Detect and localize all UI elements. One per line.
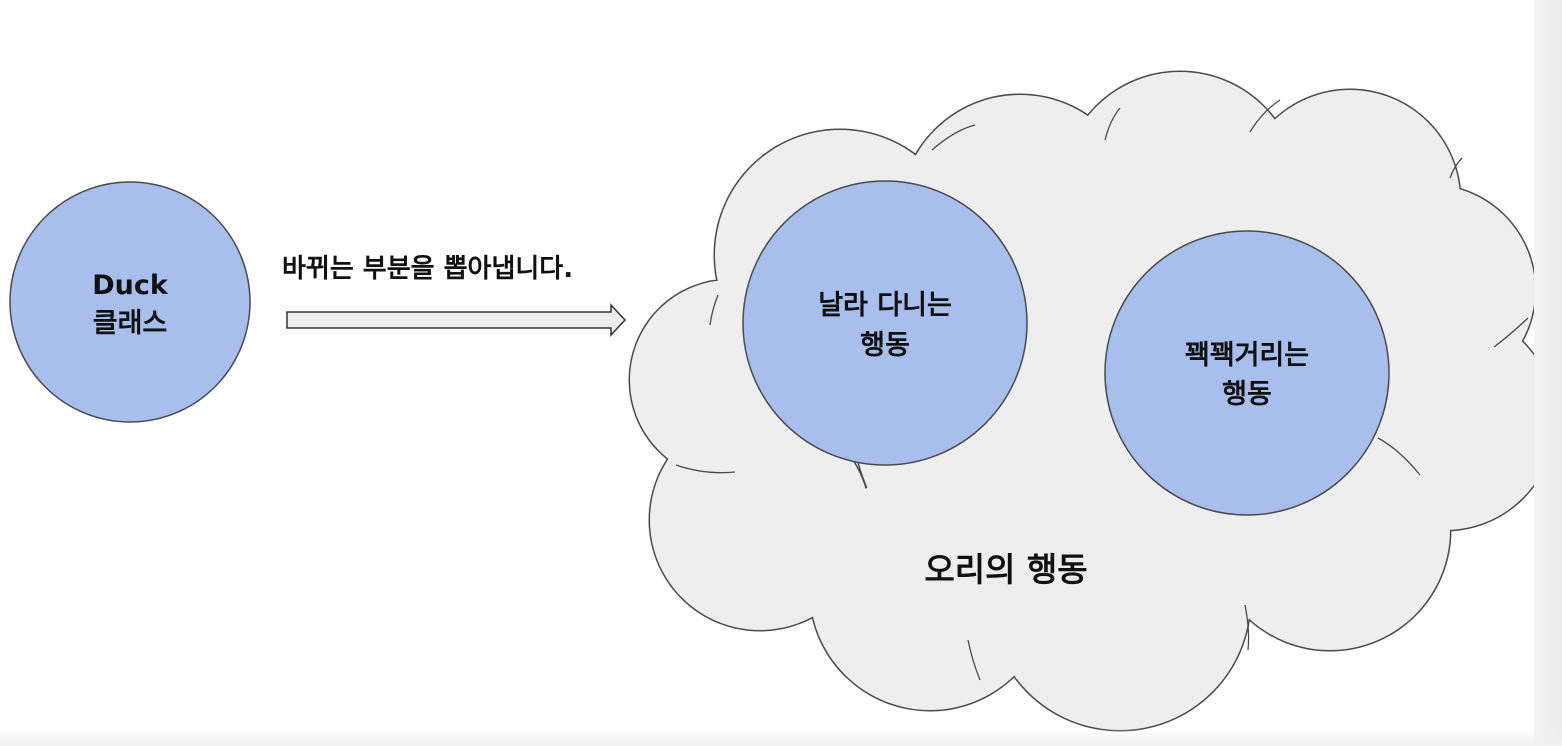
fly-behavior-circle <box>742 180 1028 466</box>
fly-behavior-node: 날라 다니는 행동 <box>742 180 1028 466</box>
fly-behavior-label-line1: 날라 다니는 <box>818 290 952 321</box>
arrow-label: 바뀌는 부분을 뽑아냅니다. <box>282 254 573 284</box>
duck-class-label-line1: Duck <box>92 270 169 301</box>
quack-behavior-label-line1: 꽥꽥거리는 <box>1185 340 1309 371</box>
extract-arrow: 바뀌는 부분을 뽑아냅니다. <box>282 254 627 337</box>
fly-behavior-label-line2: 행동 <box>860 330 910 361</box>
bottom-edge-shade <box>0 728 1562 746</box>
quack-behavior-circle <box>1104 230 1390 516</box>
duck-class-node: Duck 클래스 <box>9 181 251 423</box>
right-edge-shade <box>1534 0 1562 746</box>
cloud-label: 오리의 행동 <box>924 550 1087 589</box>
quack-behavior-label-line2: 행동 <box>1222 379 1272 410</box>
duck-class-label-line2: 클래스 <box>93 308 168 339</box>
quack-behavior-node: 꽥꽥거리는 행동 <box>1104 230 1390 516</box>
cloud-lobe-arcs <box>675 99 1529 681</box>
arrow-shape <box>286 303 627 337</box>
duck-class-circle <box>9 181 251 423</box>
